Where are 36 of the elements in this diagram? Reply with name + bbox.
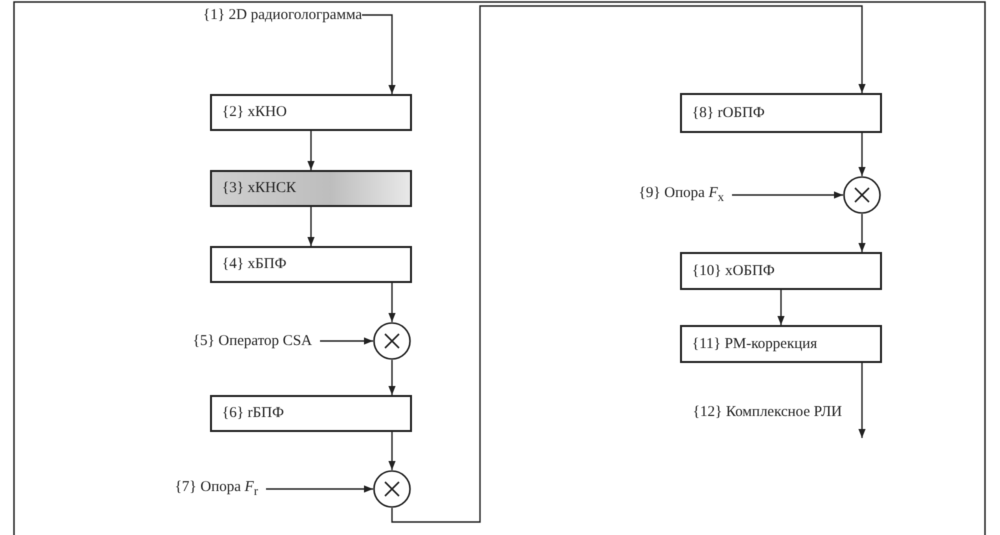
process-box bbox=[680, 93, 882, 133]
arrow bbox=[732, 191, 843, 199]
box-label: {4} xБПФ bbox=[222, 256, 286, 273]
multiplier-circle bbox=[843, 176, 881, 214]
box-label: {8} rОБПФ bbox=[692, 104, 765, 122]
signal-label: {7} Опора F$_{r}$ bbox=[174, 479, 258, 499]
box-label: {10} xОБПФ bbox=[692, 262, 775, 280]
process-box bbox=[210, 94, 412, 131]
arrow bbox=[362, 14, 396, 94]
arrow bbox=[391, 5, 866, 523]
arrow bbox=[388, 283, 396, 322]
arrow bbox=[388, 360, 396, 395]
arrow bbox=[266, 485, 373, 493]
multiplier-circle bbox=[373, 470, 411, 508]
arrow bbox=[307, 207, 315, 246]
arrow bbox=[858, 214, 866, 252]
multiplier-circle bbox=[373, 322, 411, 360]
arrow bbox=[388, 432, 396, 470]
arrow bbox=[858, 363, 866, 438]
arrow bbox=[320, 337, 373, 345]
process-box bbox=[210, 395, 412, 432]
signal-label: {9} Опора F$_{x}$ bbox=[638, 185, 724, 205]
box-label: {11} РМ-коррекция bbox=[692, 336, 818, 352]
box-label: {2} xКНО bbox=[222, 104, 287, 121]
box-label: {3} xКНСК bbox=[222, 180, 296, 197]
box-label: {6} rБПФ bbox=[222, 405, 284, 422]
signal-label: {1} 2D радиоголограмма bbox=[203, 6, 362, 24]
signal-label: {12} Комплексное РЛИ bbox=[692, 404, 842, 421]
process-box bbox=[680, 325, 882, 363]
signal-label: {5} Оператор CSA bbox=[192, 332, 312, 350]
process-box bbox=[210, 246, 412, 283]
arrow bbox=[307, 131, 315, 170]
arrow bbox=[858, 133, 866, 176]
arrow bbox=[777, 290, 785, 325]
process-box bbox=[680, 252, 882, 290]
process-box bbox=[210, 170, 412, 207]
